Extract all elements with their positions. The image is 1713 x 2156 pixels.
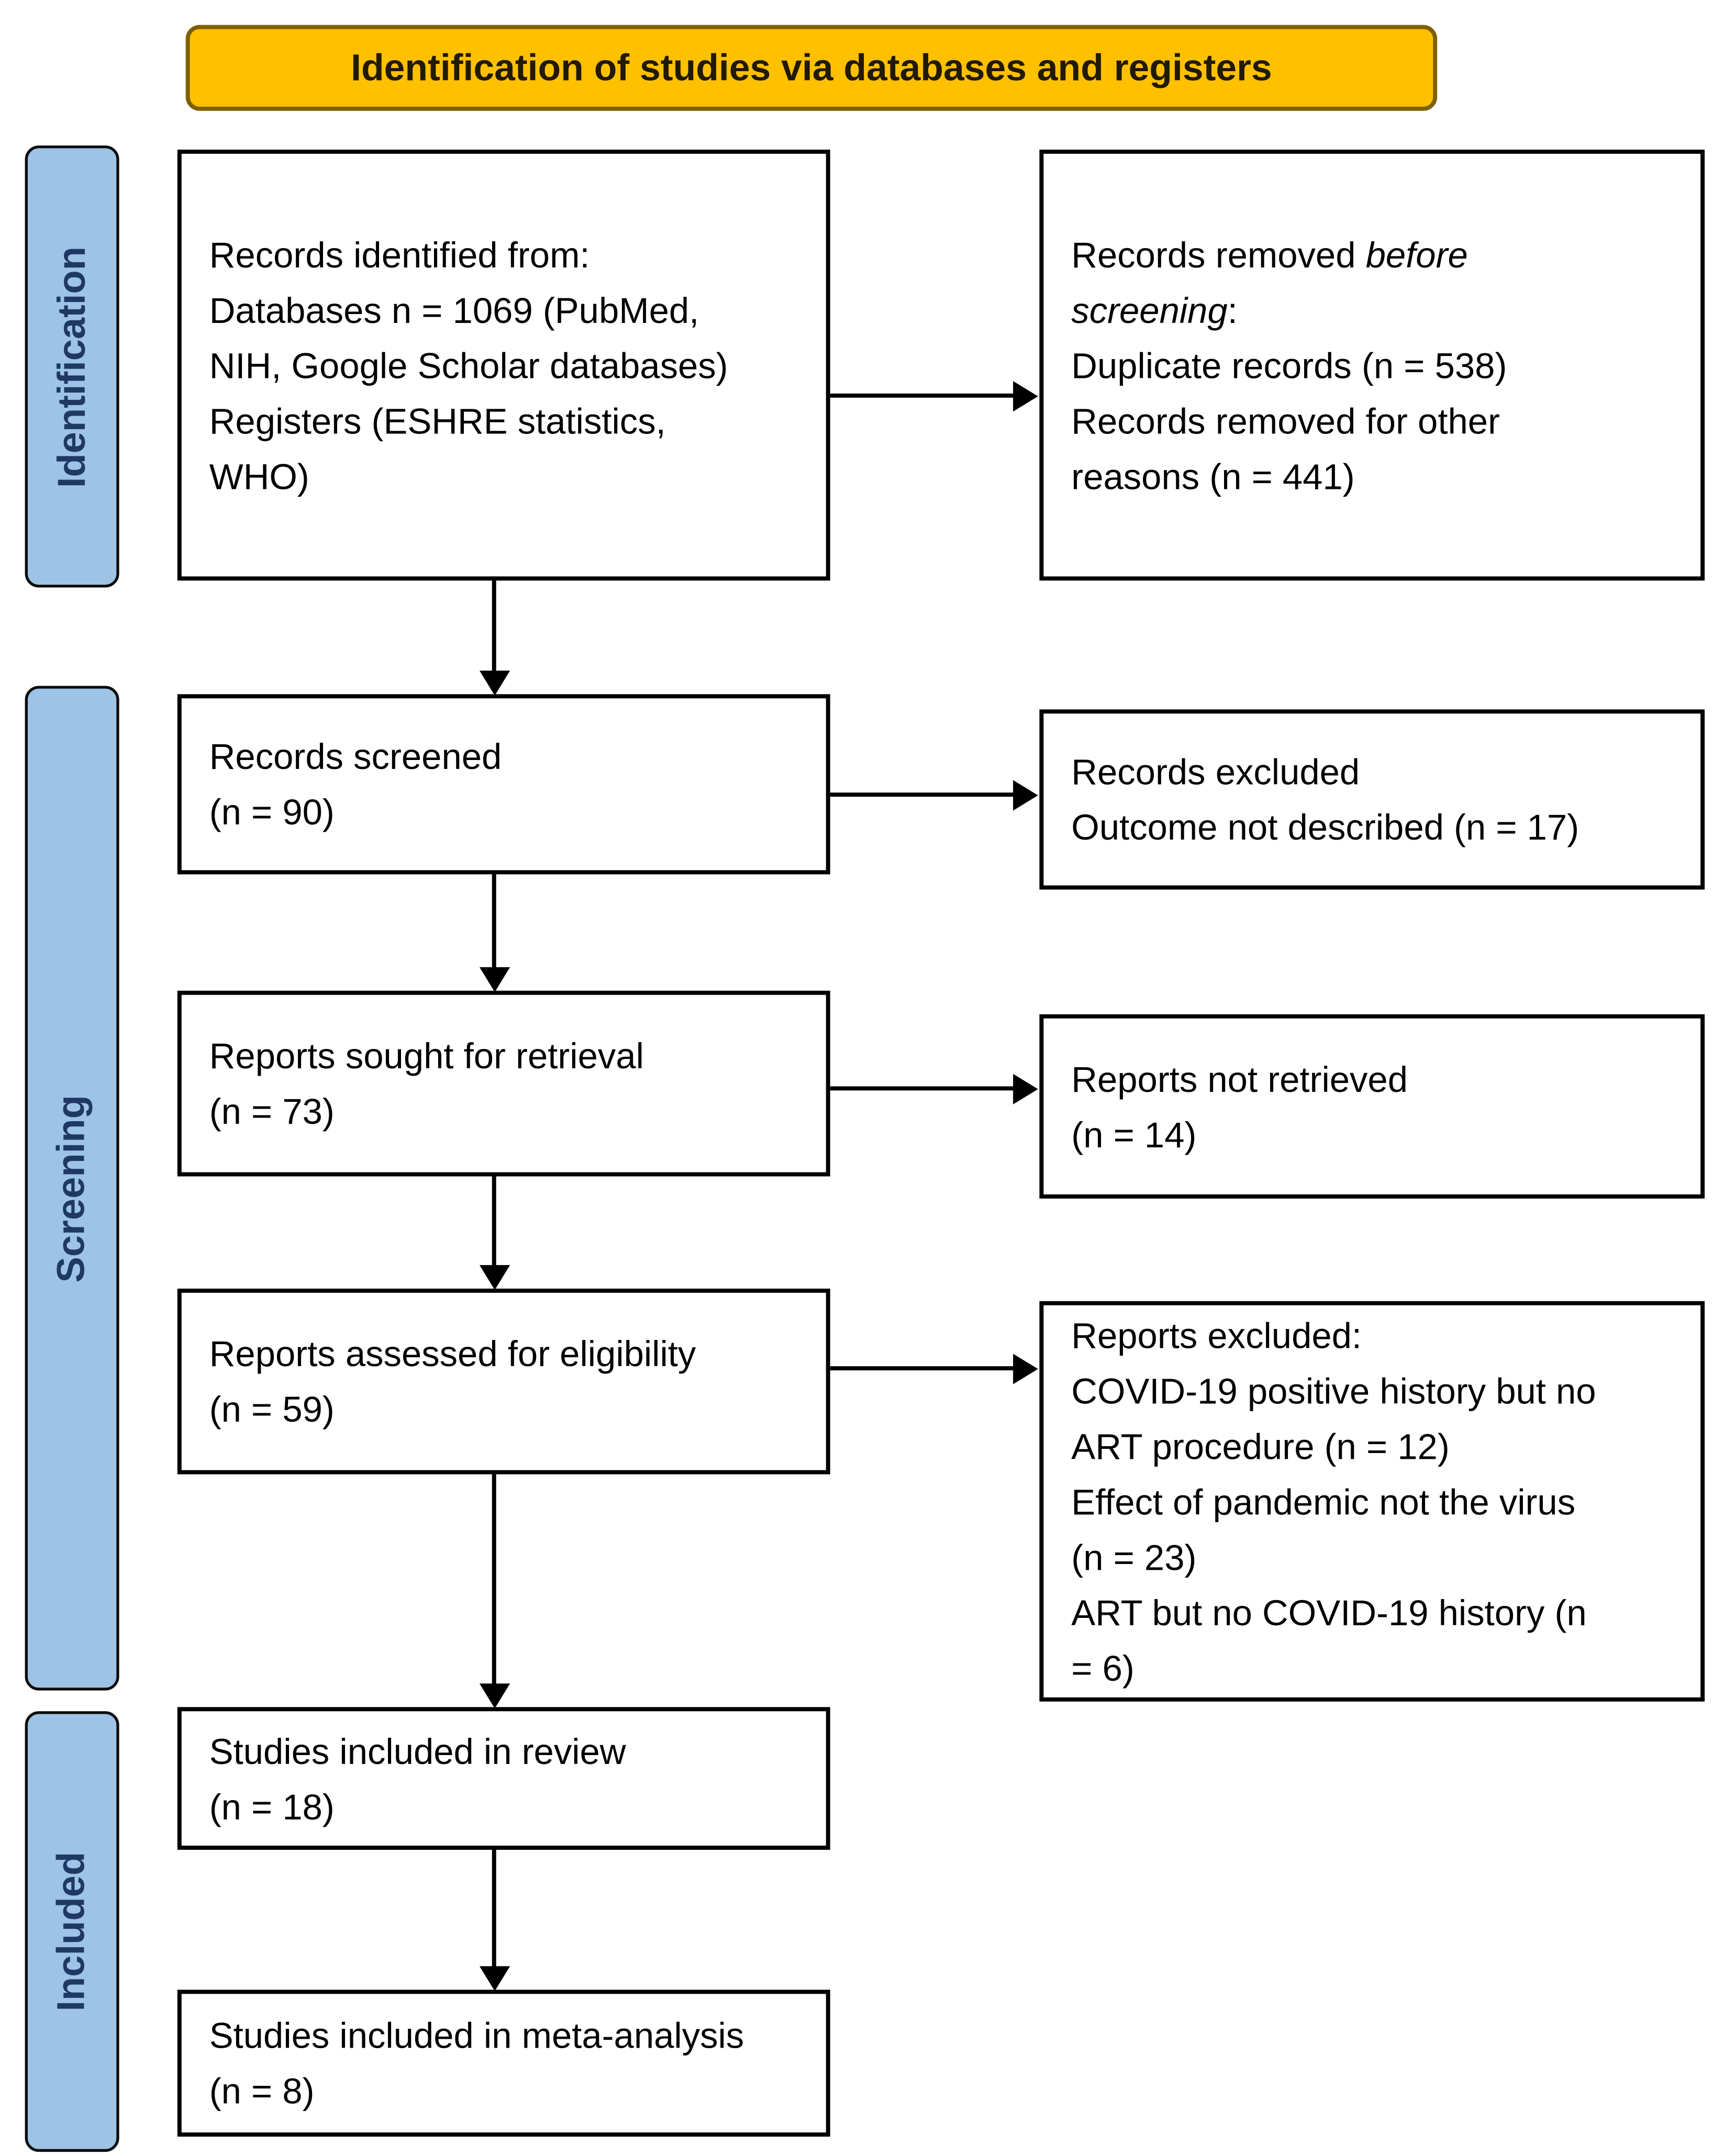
box-studies-included-review: Studies included in review (n = 18) (177, 1707, 830, 1850)
box-records-excluded: Records excluded Outcome not described (… (1039, 709, 1705, 890)
box-reports-sought: Reports sought for retrieval (n = 73) (177, 990, 830, 1177)
text-line: ART but no COVID-19 history (n (1071, 1591, 1587, 1633)
stage-rail-identification: Identification (25, 145, 119, 588)
text-line: Registers (ESHRE statistics, (209, 399, 666, 442)
text-line: = 6) (1071, 1647, 1134, 1689)
banner-identification-of-studies: Identification of studies via databases … (185, 25, 1438, 111)
text-line: Outcome not described (n = 17) (1071, 806, 1579, 848)
text-line: (n = 8) (209, 2070, 315, 2112)
arrow-screened-to-excluded-icon (830, 792, 1015, 797)
arrow-identified-to-screened-icon (492, 580, 496, 672)
text-line: Duplicate records (n = 538) (1071, 344, 1507, 386)
banner-title: Identification of studies via databases … (351, 46, 1272, 88)
text-line: Reports excluded: (1071, 1314, 1362, 1356)
box-reports-excluded: Reports excluded: COVID-19 positive hist… (1039, 1301, 1705, 1702)
stage-label-included: Included (50, 1851, 93, 2012)
stage-rail-screening: Screening (25, 686, 119, 1691)
text-line: Reports sought for retrieval (209, 1035, 644, 1077)
arrow-screened-to-sought-icon (492, 874, 496, 969)
text-line: NIH, Google Scholar databases) (209, 344, 728, 386)
text-segment: Records removed (1071, 233, 1366, 275)
arrow-sought-to-not-retrieved-icon (830, 1086, 1015, 1091)
stage-rail-included: Included (25, 1711, 119, 2152)
text-line: Studies included in review (209, 1730, 626, 1772)
text-line: (n = 23) (1071, 1536, 1197, 1578)
box-records-identified: Records identified from: Databases n = 1… (177, 149, 830, 581)
arrow-assessed-to-included-review-icon (492, 1474, 496, 1685)
arrow-review-to-meta-analysis-icon (492, 1850, 496, 1968)
box-studies-included-meta-analysis: Studies included in meta-analysis (n = 8… (177, 1990, 830, 2137)
text-segment-italic: screening (1071, 288, 1228, 331)
text-line: Records screened (209, 735, 502, 778)
stage-label-screening: Screening (50, 1094, 93, 1282)
stage-label-identification: Identification (50, 245, 93, 487)
text-line: Records removed before (1071, 227, 1686, 282)
text-line: COVID-19 positive history but no (1071, 1369, 1596, 1412)
text-line: WHO) (209, 455, 309, 497)
text-line: reasons (n = 441) (1071, 455, 1355, 497)
text-line: screening: (1071, 282, 1686, 338)
box-reports-assessed: Reports assessed for eligibility (n = 59… (177, 1288, 830, 1474)
text-line: (n = 18) (209, 1785, 335, 1827)
text-segment-italic: before (1365, 233, 1468, 275)
text-line: Reports assessed for eligibility (209, 1333, 696, 1375)
arrow-identified-to-removed-icon (830, 393, 1015, 398)
text-line: Effect of pandemic not the virus (1071, 1480, 1576, 1522)
box-records-screened: Records screened (n = 90) (177, 694, 830, 875)
box-reports-not-retrieved: Reports not retrieved (n = 14) (1039, 1014, 1705, 1199)
text-line: (n = 59) (209, 1388, 335, 1430)
arrow-sought-to-assessed-icon (492, 1176, 496, 1267)
text-line: Records identified from: (209, 233, 590, 275)
text-line: (n = 73) (209, 1090, 335, 1132)
text-line: Studies included in meta-analysis (209, 2015, 744, 2057)
text-segment: : (1227, 288, 1238, 331)
text-line: (n = 14) (1071, 1113, 1197, 1155)
text-line: Records removed for other (1071, 399, 1500, 442)
arrow-assessed-to-reports-excluded-icon (830, 1366, 1015, 1371)
text-line: ART procedure (n = 12) (1071, 1425, 1450, 1467)
text-line: Reports not retrieved (1071, 1058, 1408, 1100)
text-line: (n = 90) (209, 791, 335, 833)
box-records-removed-before-screening: Records removed before screening: Duplic… (1039, 149, 1705, 581)
text-line: Records excluded (1071, 751, 1360, 793)
text-line: Databases n = 1069 (PubMed, (209, 288, 699, 331)
